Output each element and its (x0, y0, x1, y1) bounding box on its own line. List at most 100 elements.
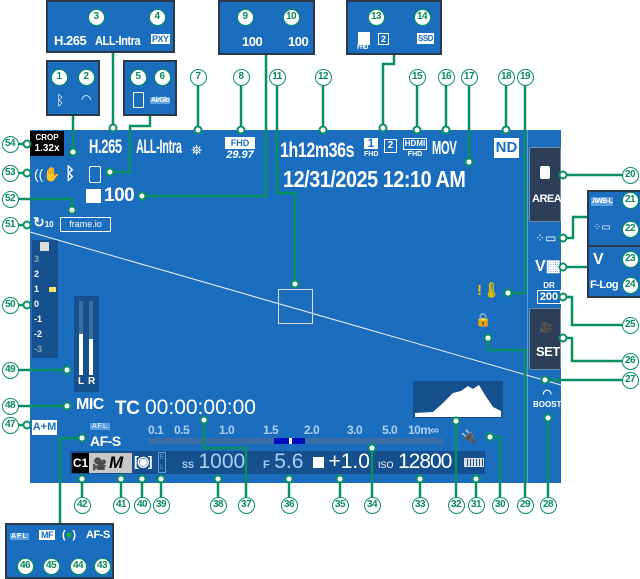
leader-dot (503, 288, 513, 298)
leader-dot (213, 474, 223, 484)
leader-dot (501, 125, 511, 135)
callout-2: 2 (77, 68, 95, 86)
callout-6: 6 (153, 68, 171, 86)
callout-17: 17 (460, 68, 478, 86)
inset-mf: MF (39, 530, 55, 540)
movie-camera-icon: 🎥 (92, 457, 107, 471)
leader-dot (558, 170, 568, 180)
callout-25: 25 (621, 316, 639, 334)
callout-14: 14 (413, 8, 431, 26)
ev-comp-icon (313, 457, 324, 468)
leader-line (563, 295, 622, 327)
leader-dot (441, 125, 451, 135)
aperture: F 5.6 (263, 450, 303, 474)
boost-indicator: ◠ BOOST (533, 387, 561, 409)
callout-34: 34 (363, 496, 381, 514)
fps: 29.97 (226, 149, 254, 161)
inset-frames-a: 100 (242, 34, 263, 49)
ev-tick-label: 3 (34, 254, 40, 264)
leader-dot (22, 420, 32, 430)
callout-16: 16 (437, 68, 455, 86)
inset-codec-label: H.265 (54, 33, 87, 48)
inset-card1-sub: FHD (357, 45, 368, 51)
remaining-time: 1h12m36s (280, 139, 355, 162)
leader-dot (22, 139, 32, 149)
tc-label: TC (115, 398, 140, 419)
ev-tick-label: -1 (34, 314, 43, 324)
leader-dot (77, 433, 87, 443)
card-slot-1: 1 FHD (364, 137, 378, 160)
leader-dot (412, 125, 422, 135)
res: FHD (225, 137, 255, 149)
callout-54: 54 (1, 135, 19, 153)
leader-dot (451, 416, 461, 426)
metering-icon: [◉] (134, 453, 153, 469)
iso: ISO 12800 (378, 450, 452, 474)
leader-dot (543, 413, 553, 423)
crop-indicator: CROP 1.32x (30, 131, 64, 156)
area-button[interactable]: AREA (529, 147, 562, 222)
callout-1: 1 (50, 68, 68, 86)
leader-line (275, 85, 297, 284)
iso-label: ISO (378, 460, 394, 470)
callout-30: 30 (491, 496, 509, 514)
callout-42: 42 (73, 496, 91, 514)
callout-32: 32 (447, 496, 465, 514)
leader-line (142, 55, 268, 198)
set-button[interactable]: 🎥 SET (529, 308, 561, 370)
ev-tick-label: 2 (34, 269, 40, 279)
callout-46: 46 (16, 557, 34, 575)
leader-line (563, 336, 622, 363)
audio-label-l: L (78, 376, 84, 387)
is-off-icon: ((✋ (34, 166, 61, 182)
leader-line (58, 436, 82, 523)
inset-afl: AFL (10, 533, 29, 540)
focus-scale-label: 5.0 (382, 423, 398, 437)
callout-50: 50 (1, 296, 19, 314)
leader-line (110, 116, 152, 174)
inset-wifi-icon: ◠ (81, 92, 92, 106)
callout-24: 24 (621, 276, 639, 294)
focus-scale-label: 0.5 (174, 423, 190, 437)
inset-airglo: AirGlo (150, 97, 171, 104)
crop-label: CROP (35, 133, 59, 142)
focus-scale-label: 10m∞ (408, 423, 439, 437)
callout-21: 21 (621, 191, 639, 209)
shutter-speed: SS 1000 (182, 450, 245, 474)
leader-dot (77, 474, 87, 484)
frame-icon (86, 189, 101, 203)
callout-3: 3 (87, 8, 105, 26)
callout-27: 27 (621, 371, 639, 389)
focus-scale-label: 2.0 (304, 423, 320, 437)
leader-dot (22, 168, 32, 178)
inset-flog: F-Log (590, 279, 619, 291)
leader-dot (22, 220, 32, 230)
set-label: SET (536, 344, 560, 359)
hdmi-output: HDMI FHD (403, 138, 427, 160)
lcd-screen (30, 130, 561, 483)
ev-value: +1.0 (328, 450, 370, 473)
callout-10: 10 (282, 8, 300, 26)
leader-dot (485, 432, 495, 442)
leader-dot (558, 292, 568, 302)
mic-indicator: MIC (76, 396, 104, 413)
callout-5: 5 (129, 68, 147, 86)
callout-43: 43 (93, 557, 111, 575)
callout-11: 11 (268, 68, 286, 86)
leader-line (18, 197, 74, 210)
leader-dot (62, 401, 72, 411)
callout-23: 23 (621, 250, 639, 268)
film-simulation-icon: V▦ (535, 258, 561, 275)
histogram (413, 381, 503, 418)
gauge-icon: ◠ (542, 388, 553, 400)
callout-8: 8 (232, 68, 250, 86)
callout-18: 18 (497, 68, 515, 86)
audio-meter: L R (74, 296, 99, 392)
audio-bar-r (89, 301, 93, 375)
inset-awb: AWB-L (591, 197, 614, 206)
timer-value: 10 (44, 220, 54, 229)
inset-light-icon: ⁘▭ (593, 222, 611, 233)
callout-31: 31 (467, 496, 485, 514)
